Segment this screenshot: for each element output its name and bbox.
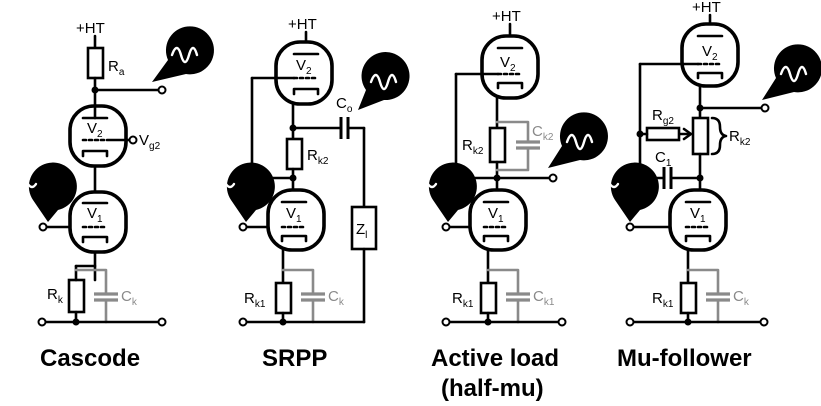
srpp-input-signal-icon [216,162,275,222]
mu-follower-rk2-resistor [691,116,710,156]
mu-follower-circuit: +HT V2 Rg2 Rk2 C1 [600,0,821,372]
cascode-v2-label: V2 [87,120,103,140]
active-load-supply-label: +HT [492,8,521,25]
cascode-ra-resistor [86,46,105,80]
cascode-title: Cascode [40,345,140,372]
srpp-ck-label: Ck [328,288,345,308]
mu-follower-supply-label: +HT [692,0,721,16]
active-load-v1-label: V1 [488,205,504,225]
mu-follower-v1-label: V1 [690,205,706,225]
cascode-vg2-label: Vg2 [139,132,161,152]
mu-follower-output-terminal [760,103,770,113]
cascode-input-terminal [38,222,48,232]
active-load-input-signal-icon [418,162,477,222]
srpp-co-label: Co [336,95,353,115]
active-load-ck1-label: Ck1 [533,288,555,308]
srpp-output-signal-icon [358,52,410,110]
mu-follower-rk2-label: Rk2 [729,128,751,148]
srpp-zl-label: Zl [356,221,367,241]
cascode-output-terminal [157,85,167,95]
srpp-rk2-label: Rk2 [307,147,329,167]
cascode-rk-resistor [67,278,86,314]
cascode-circuit: +HT Ra V2 Vg2 V1 [18,20,214,372]
active-load-ck2-label: Ck2 [532,123,554,143]
cascode-supply-label: +HT [76,20,105,37]
srpp-supply-label: +HT [288,16,317,33]
srpp-circuit: +HT V2 Co Rk2 Zl [216,16,410,372]
active-load-v2-label: V2 [500,54,516,74]
srpp-rk1-label: Rk1 [244,290,266,310]
srpp-input-terminal [238,222,248,232]
srpp-rk2-resistor [285,137,304,171]
cascode-rk-label: Rk [47,286,64,306]
srpp-rk1-resistor [274,281,293,315]
active-load-input-terminal [441,222,451,232]
mu-follower-output-signal-icon [762,44,821,100]
srpp-v1-label: V1 [286,205,302,225]
active-load-title-line2: (half-mu) [441,375,544,402]
cascode-ck-label: Ck [121,288,138,308]
cascode-v1-label: V1 [87,205,103,225]
mu-follower-v2-tube [680,22,740,88]
srpp-zl-load [350,205,378,251]
active-load-circuit: +HT V2 Rk2 Ck2 V1 [418,8,608,402]
cascode-input-signal-icon [18,162,77,222]
mu-follower-rg2-resistor [645,126,681,142]
mu-follower-title: Mu-follower [617,345,752,372]
mu-follower-rk1-resistor [679,281,698,315]
mu-follower-v1-tube [668,188,728,252]
mu-follower-rk1-label: Rk1 [652,290,674,310]
mu-follower-v2-label: V2 [702,43,718,63]
active-load-title-line1: Active load [431,345,559,372]
active-load-rk2-resistor [488,126,507,164]
active-load-output-signal-icon [548,112,608,168]
active-load-rk2-label: Rk2 [462,137,484,157]
cascode-output-signal-icon [152,26,214,82]
cascode-ra-label: Ra [108,58,125,78]
mu-follower-rg2-label: Rg2 [652,107,674,127]
srpp-v2-label: V2 [296,57,312,77]
active-load-output-terminal [548,173,558,183]
mu-follower-input-terminal [625,222,635,232]
srpp-title: SRPP [262,345,327,372]
active-load-v2-tube [480,34,540,100]
active-load-rk1-label: Rk1 [452,290,474,310]
mu-follower-ck-label: Ck [733,288,750,308]
active-load-rk1-resistor [479,281,498,315]
mu-follower-c1-label: C1 [655,149,672,169]
mu-follower-input-signal-icon [600,162,659,222]
